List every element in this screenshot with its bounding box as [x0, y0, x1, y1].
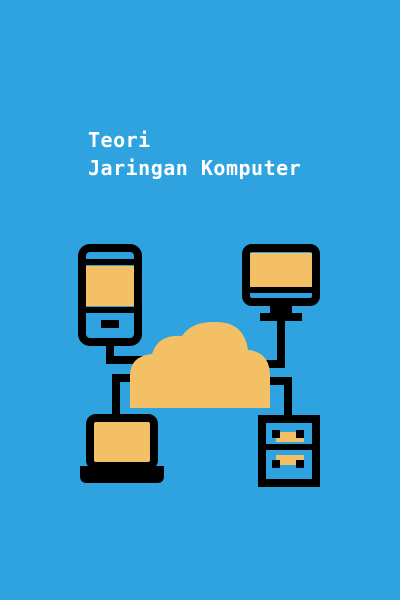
book-title: Teori Jaringan Komputer	[88, 126, 301, 182]
laptop-icon	[80, 414, 164, 483]
server-icon	[258, 415, 320, 487]
smartphone-icon	[78, 244, 142, 346]
title-line-1: Teori	[88, 128, 151, 152]
connection-phone-cloud	[106, 342, 148, 364]
title-line-2: Jaringan Komputer	[88, 156, 302, 180]
connection-server-cloud	[264, 377, 292, 416]
cloud-icon	[130, 321, 270, 408]
connection-laptop-cloud	[112, 374, 134, 420]
monitor-icon	[242, 244, 320, 321]
